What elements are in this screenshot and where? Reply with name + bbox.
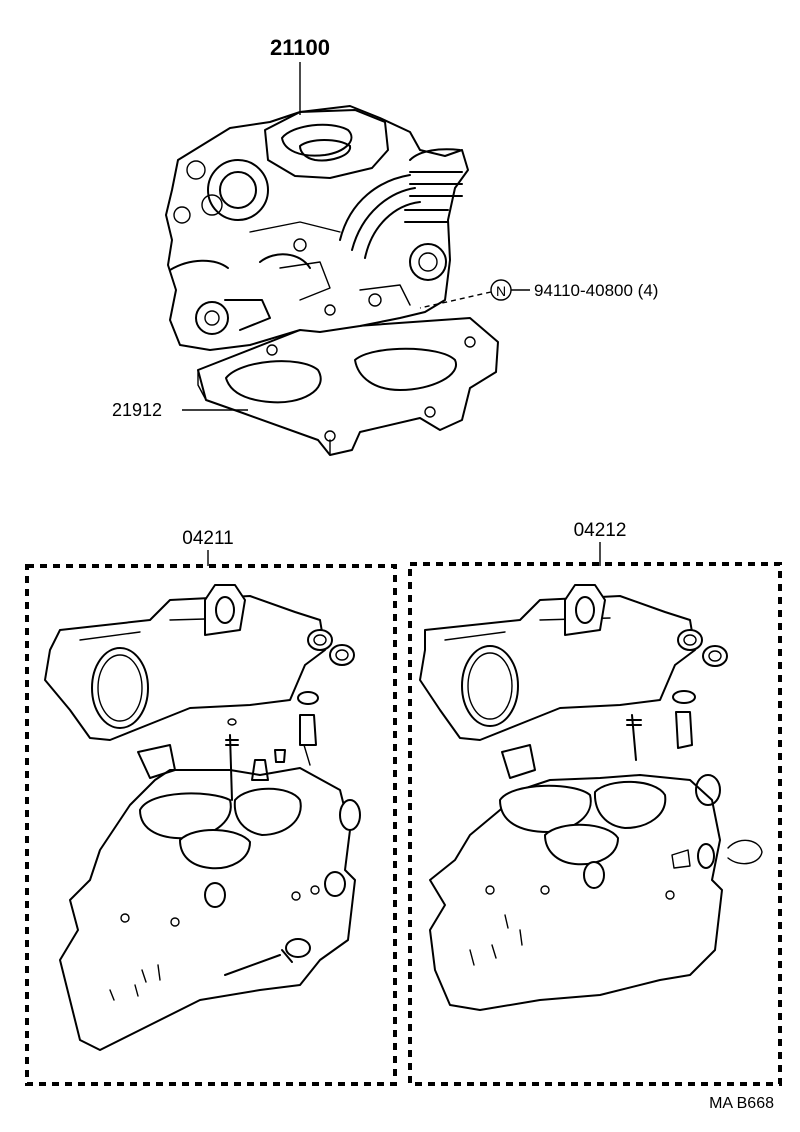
nut-symbol: N: [496, 283, 506, 299]
carburetor-assembly: [165, 105, 499, 456]
kit-left-frame: [25, 564, 397, 1086]
label-base-gasket: 21912: [112, 400, 162, 420]
label-kit-left: 04211: [182, 528, 233, 549]
leader-nut: [419, 291, 492, 309]
label-carburetor-assy: 21100: [270, 35, 330, 60]
label-nut-part: 94110-40800 (4): [534, 281, 658, 300]
carburetor-body: [165, 105, 469, 351]
kit-left-gaskets: [44, 584, 361, 1051]
kit-right-frame: [408, 562, 782, 1086]
base-gasket-plate: [197, 317, 499, 456]
figure-code: MA B668: [709, 1095, 774, 1112]
kit-right-gaskets: [419, 584, 763, 1011]
label-kit-right: 04212: [574, 520, 627, 541]
